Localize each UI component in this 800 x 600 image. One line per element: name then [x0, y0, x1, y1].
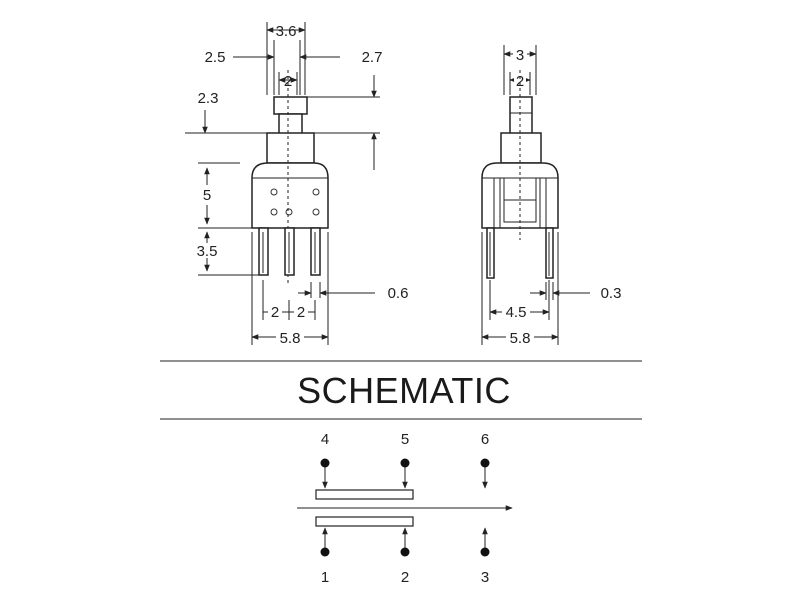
front-hole — [312, 208, 320, 216]
front-housing — [251, 162, 329, 229]
front-hole — [312, 188, 320, 196]
side-dim-pin-width: 0.3 — [601, 285, 622, 302]
front-actuator-stem — [278, 113, 303, 135]
front-dim-pin-width: 0.6 — [388, 285, 409, 302]
pin-label-top: 4 — [321, 431, 329, 448]
schematic: 4 5 6 1 2 3 — [297, 431, 513, 586]
front-hole — [270, 188, 278, 196]
pin-label-top: 6 — [481, 431, 489, 448]
side-bushing — [500, 132, 542, 164]
side-dim-inner: 2 — [516, 73, 524, 90]
front-actuator-cap — [273, 96, 308, 115]
side-actuator — [509, 96, 533, 135]
side-view: 3 2 0.3 4.5 — [481, 45, 622, 347]
front-dim-right: 2.7 — [362, 49, 383, 66]
terminal-dot — [320, 458, 330, 468]
section-title: SCHEMATIC — [297, 370, 511, 411]
side-dim-top: 3 — [516, 47, 524, 64]
side-dim-pin-spacing: 4.5 — [506, 304, 527, 321]
front-bushing — [266, 132, 315, 164]
terminal-dot — [320, 547, 330, 557]
lower-contact-bar — [315, 516, 414, 527]
front-dim-height-top: 2.3 — [198, 90, 219, 107]
front-dim-pin-length: 3.5 — [197, 243, 218, 260]
terminal-dot — [480, 458, 490, 468]
front-dim-left: 2.5 — [205, 49, 226, 66]
front-hole — [285, 208, 293, 216]
side-dim-width: 5.8 — [510, 330, 531, 347]
schematic-header: SCHEMATIC — [160, 360, 642, 420]
terminal-dot — [400, 547, 410, 557]
front-dim-top: 3.6 — [276, 23, 297, 40]
front-hole — [270, 208, 278, 216]
front-dim-pitch-b: 2 — [297, 304, 305, 321]
terminal-dot — [480, 547, 490, 557]
front-view: 3.6 2.5 2.7 2 2.3 — [185, 22, 408, 347]
upper-contact-bar — [315, 489, 414, 500]
pin-label-top: 5 — [401, 431, 409, 448]
terminal-dot — [400, 458, 410, 468]
front-dim-body-height: 5 — [203, 187, 211, 204]
front-dim-pitch-a: 2 — [271, 304, 279, 321]
pin-label-bottom: 3 — [481, 569, 489, 586]
pin-label-bottom: 1 — [321, 569, 329, 586]
front-dim-inner: 2 — [284, 73, 292, 90]
front-dim-width: 5.8 — [280, 330, 301, 347]
pin-label-bottom: 2 — [401, 569, 409, 586]
